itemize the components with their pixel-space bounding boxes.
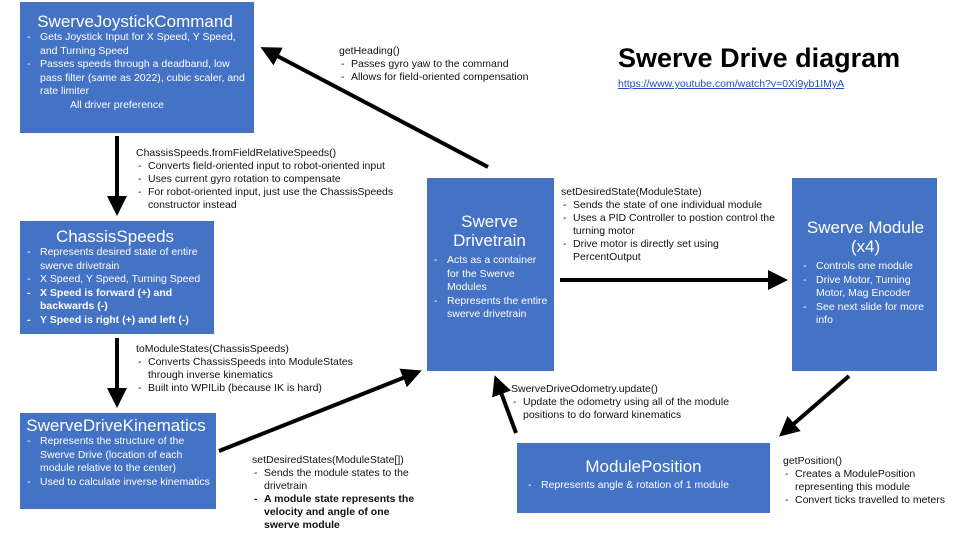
method-name: toModuleStates(ChassisSpeeds) xyxy=(136,343,289,355)
bullet-item: See next slide for more info xyxy=(798,301,933,328)
annotation-item: Converts ChassisSpeeds into ModuleStates… xyxy=(136,356,366,382)
bullet-list: Controls one module Drive Motor, Turning… xyxy=(798,260,933,328)
annotation-list: Converts ChassisSpeeds into ModuleStates… xyxy=(136,356,366,395)
method-name: SwerveDriveOdometry.update() xyxy=(511,383,658,395)
title-block: Swerve Drive diagram https://www.youtube… xyxy=(618,42,900,90)
annotation-set-desired-states: setDesiredStates(ModuleState[]) Sends th… xyxy=(252,454,417,532)
annotation-item: Drive motor is directly set using Percen… xyxy=(561,238,789,264)
box-title-line2: Drivetrain xyxy=(453,231,526,250)
annotation-item: Uses current gyro rotation to compensate xyxy=(136,173,426,186)
bullet-item: All driver preference xyxy=(70,98,164,111)
method-name: setDesiredStates(ModuleState[]) xyxy=(252,454,404,466)
method-name: ChassisSpeeds.fromFieldRelativeSpeeds() xyxy=(136,147,337,159)
bullet-item: X Speed is forward (+) and backwards (-) xyxy=(22,287,208,314)
module-position-box: ModulePosition Represents angle & rotati… xyxy=(517,443,770,513)
box-title: ModulePosition xyxy=(585,457,702,476)
annotation-get-heading: getHeading() Passes gyro yaw to the comm… xyxy=(339,45,569,84)
annotation-item: Convert ticks travelled to meters xyxy=(783,494,953,507)
bullet-item: Represents the structure of the Swerve D… xyxy=(22,435,210,476)
box-title: SwerveDriveKinematics xyxy=(26,416,206,435)
annotation-from-field-relative: ChassisSpeeds.fromFieldRelativeSpeeds() … xyxy=(136,147,426,212)
annotation-item: Uses a PID Controller to postion control… xyxy=(561,212,789,238)
box-title: SwerveJoystickCommand xyxy=(37,12,233,31)
annotation-list: Sends the module states to the drivetrai… xyxy=(252,467,417,532)
swerve-joystick-command-box: SwerveJoystickCommand Gets Joystick Inpu… xyxy=(20,2,254,133)
bullet-list: Gets Joystick Input for X Speed, Y Speed… xyxy=(22,31,248,112)
method-name: setDesiredState(ModuleState) xyxy=(561,186,702,198)
bullet-item: Passes speeds through a deadband, low pa… xyxy=(22,58,248,99)
annotation-list: Creates a ModulePosition representing th… xyxy=(783,468,953,507)
bullet-list: Represents the structure of the Swerve D… xyxy=(22,435,210,489)
bullet-list: Represents angle & rotation of 1 module xyxy=(523,479,764,493)
method-name: getPosition() xyxy=(783,455,842,467)
reference-link[interactable]: https://www.youtube.com/watch?v=0Xi9yb1I… xyxy=(618,78,845,90)
annotation-item: Passes gyro yaw to the command xyxy=(339,58,569,71)
annotation-item: Creates a ModulePosition representing th… xyxy=(783,468,953,494)
bullet-item: Used to calculate inverse kinematics xyxy=(22,476,210,490)
annotation-get-position: getPosition() Creates a ModulePosition r… xyxy=(783,455,953,507)
swerve-drivetrain-box: Swerve Drivetrain Acts as a container fo… xyxy=(427,178,554,371)
box-title-line1: Swerve xyxy=(461,212,518,231)
annotation-item: Allows for field-oriented compensation xyxy=(339,71,569,84)
bullet-item: X Speed, Y Speed, Turning Speed xyxy=(22,273,208,287)
bullet-item: Y Speed is right (+) and left (-) xyxy=(22,314,208,328)
annotation-item: Built into WPILib (because IK is hard) xyxy=(136,382,366,395)
swerve-drive-kinematics-box: SwerveDriveKinematics Represents the str… xyxy=(20,413,216,509)
annotation-list: Passes gyro yaw to the command Allows fo… xyxy=(339,58,569,84)
annotation-item: Converts field-oriented input to robot-o… xyxy=(136,160,426,173)
annotation-to-module-states: toModuleStates(ChassisSpeeds) Converts C… xyxy=(136,343,366,395)
annotation-list: Sends the state of one individual module… xyxy=(561,199,789,264)
annotation-set-desired-state: setDesiredState(ModuleState) Sends the s… xyxy=(561,186,789,264)
page-title: Swerve Drive diagram xyxy=(618,43,901,73)
annotation-item: Update the odometry using all of the mod… xyxy=(511,396,757,422)
box-title-line2: (x4) xyxy=(850,237,881,256)
bullet-item: Represents desired state of entire swerv… xyxy=(22,246,208,273)
bullet-item: Controls one module xyxy=(798,260,933,274)
arrow-position-to-drivetrain xyxy=(492,375,518,434)
bullet-list: Acts as a container for the Swerve Modul… xyxy=(429,254,550,322)
chassis-speeds-box: ChassisSpeeds Represents desired state o… xyxy=(20,221,214,334)
annotation-list: Converts field-oriented input to robot-o… xyxy=(136,160,426,212)
annotation-item: Sends the module states to the drivetrai… xyxy=(252,467,417,493)
annotation-item: A module state represents the velocity a… xyxy=(252,493,417,532)
annotation-odometry-update: SwerveDriveOdometry.update() Update the … xyxy=(511,383,757,422)
bullet-item: Gets Joystick Input for X Speed, Y Speed… xyxy=(22,31,248,58)
bullet-item: Acts as a container for the Swerve Modul… xyxy=(429,254,550,295)
annotation-item: Sends the state of one individual module xyxy=(561,199,789,212)
annotation-item: For robot-oriented input, just use the C… xyxy=(136,186,426,212)
annotation-list: Update the odometry using all of the mod… xyxy=(511,396,757,422)
arrow-kinematics-to-drivetrain xyxy=(218,368,422,453)
box-title: ChassisSpeeds xyxy=(55,227,175,246)
arrow-module-to-position xyxy=(778,374,851,437)
bullet-item: Drive Motor, Turning Motor, Mag Encoder xyxy=(798,274,933,301)
bullet-item: Represents angle & rotation of 1 module xyxy=(523,479,764,493)
method-name: getHeading() xyxy=(339,45,400,57)
box-title-line1: Swerve Module xyxy=(806,218,925,237)
bullet-item: Represents the entire swerve drivetrain xyxy=(429,295,550,322)
bullet-list: Represents desired state of entire swerv… xyxy=(22,246,208,327)
swerve-module-box: Swerve Module (x4) Controls one module D… xyxy=(792,178,937,371)
arrow-drivetrain-to-joystick xyxy=(260,47,489,169)
